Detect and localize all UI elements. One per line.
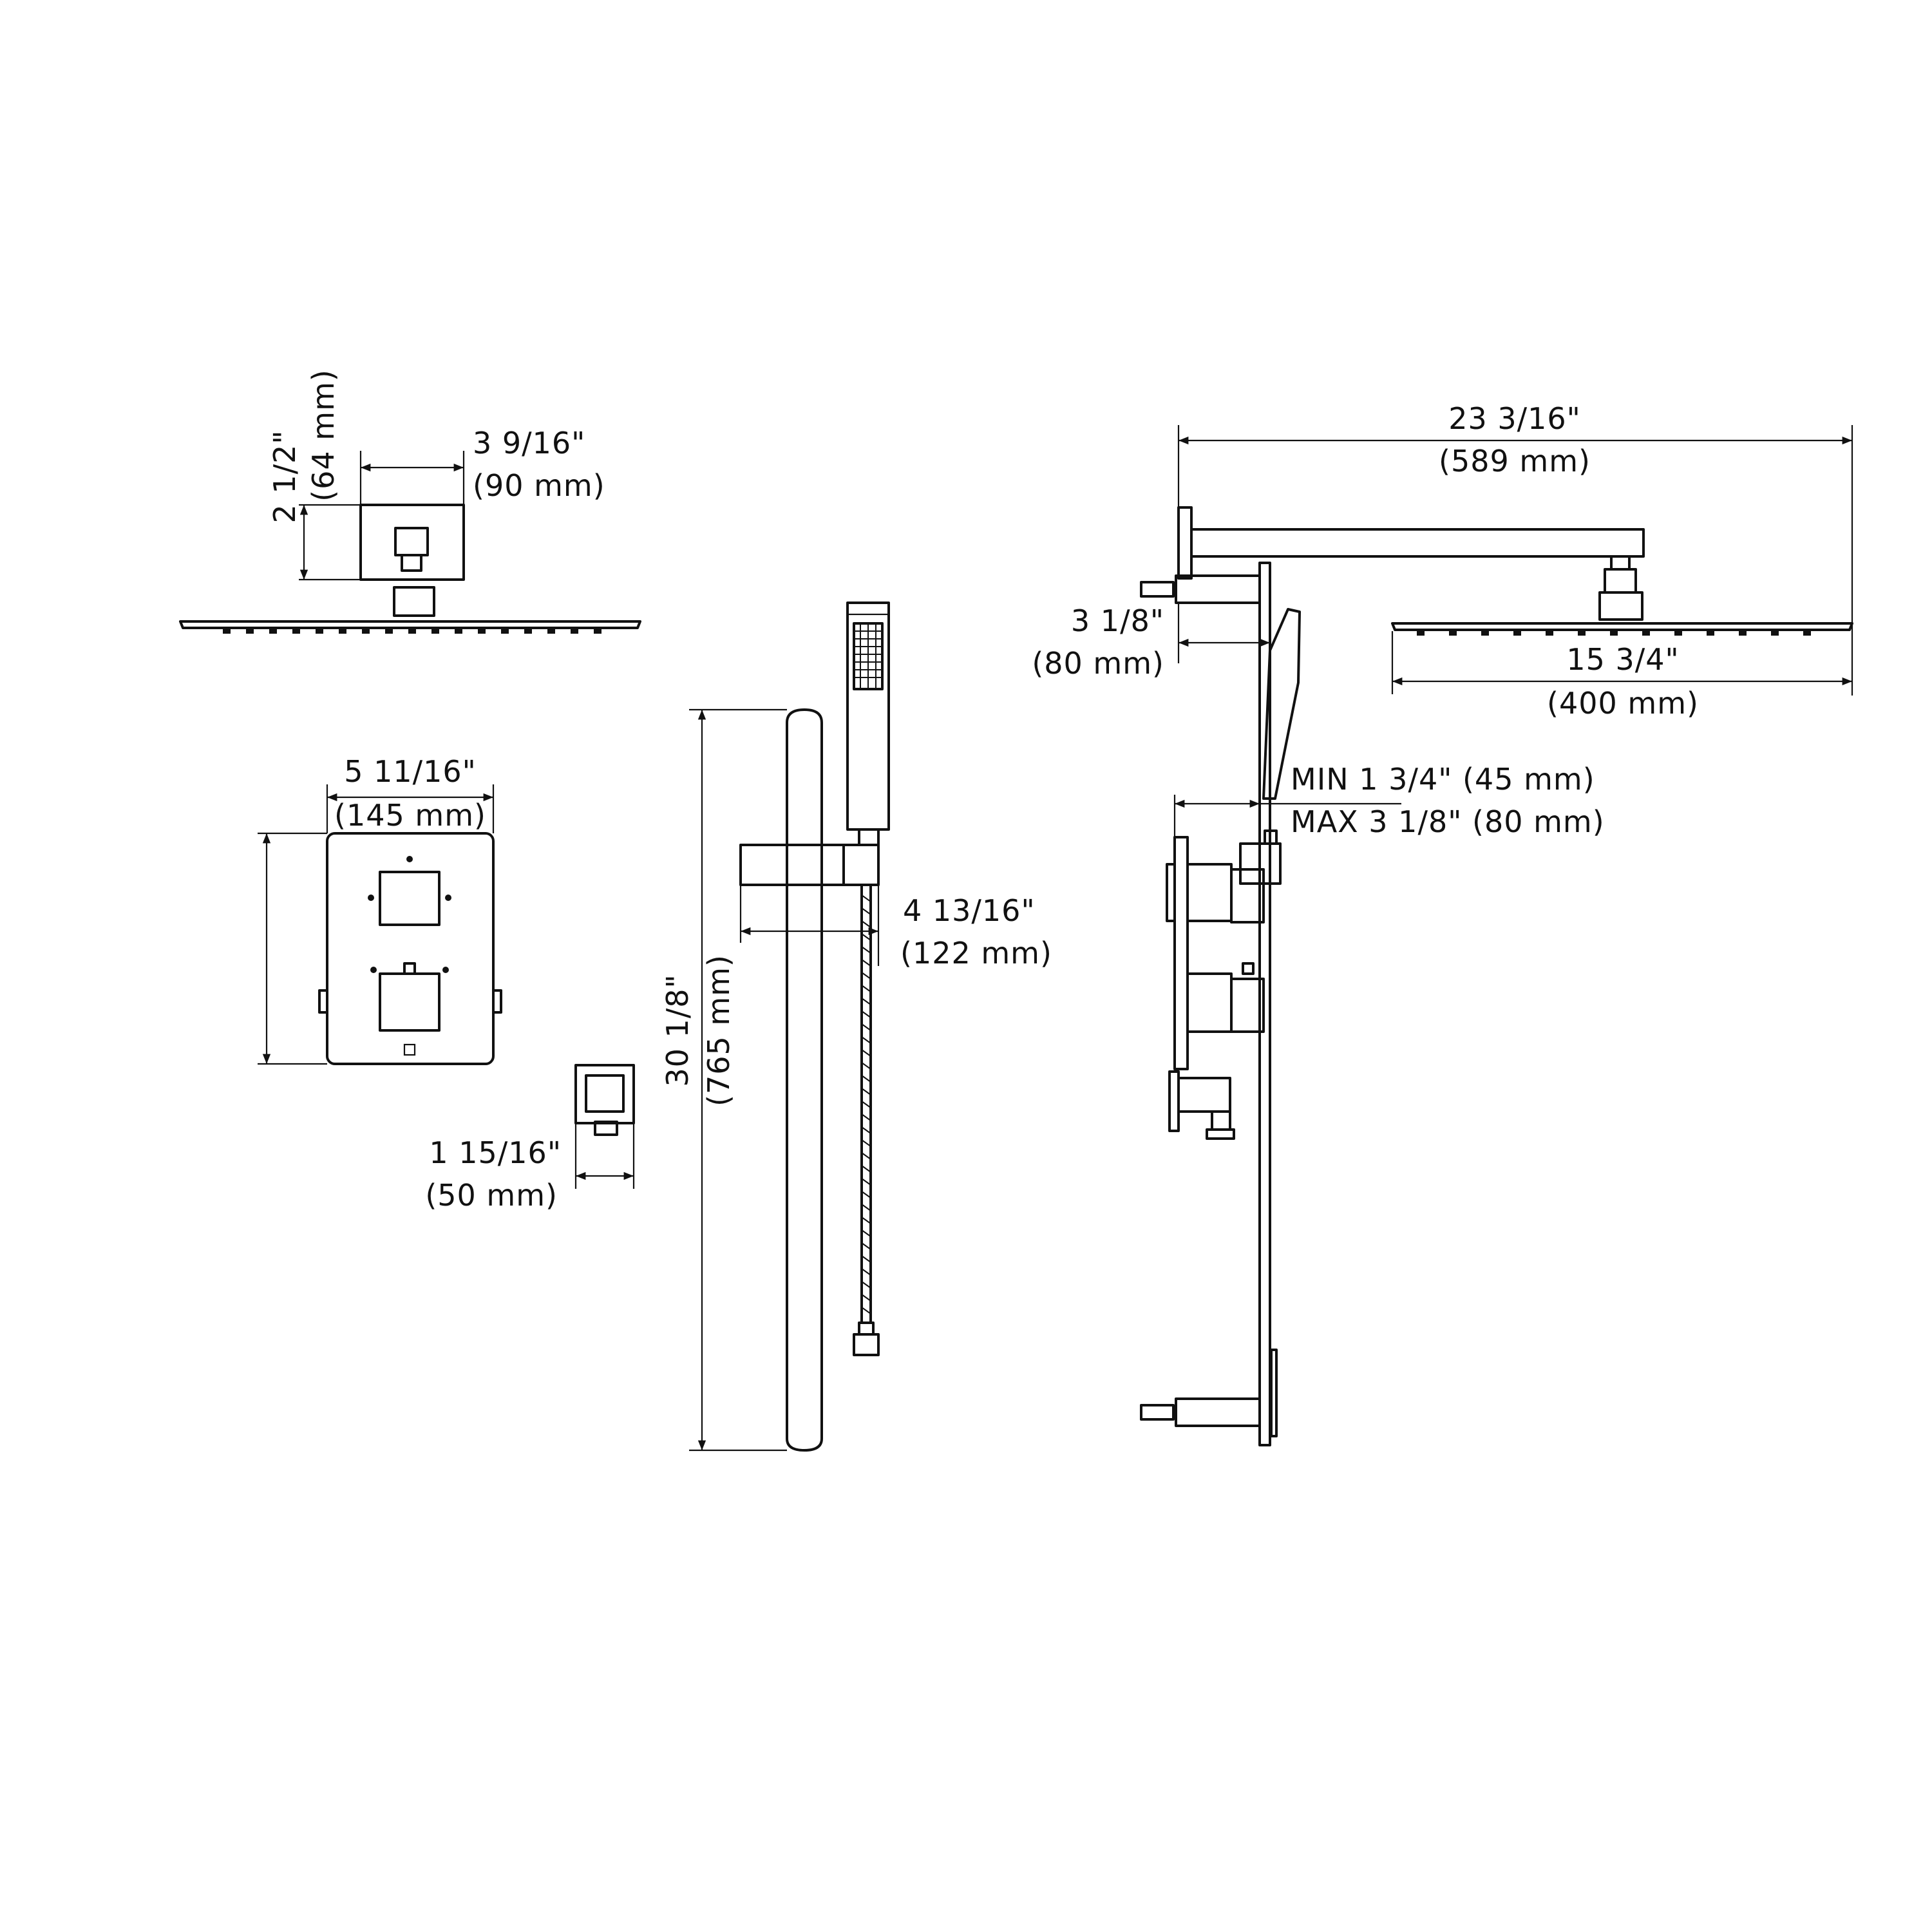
swivel-ball (393, 586, 435, 617)
holder-side (1239, 842, 1282, 885)
hose-coil-pattern (861, 895, 871, 1314)
logo-mark-icon (403, 1043, 416, 1056)
shower-head-front-view: 2 1/2" (64 mm) 3 9/16" (90 mm) (179, 369, 641, 634)
system-side-view: 23 3/16" (589 mm) 3 1/8" (80 mm) 15 3/4"… (1032, 401, 1853, 1446)
connector-neck (401, 554, 422, 572)
arm-elbow (1610, 555, 1631, 571)
diverter-handle (379, 871, 440, 926)
side-tab-left (318, 989, 328, 1014)
swivel-ball-side (1598, 591, 1643, 621)
wall-outlet-front-view: 1 15/16" (50 mm) (425, 1064, 635, 1213)
dim-outlet-width-metric: (50 mm) (425, 1178, 558, 1213)
dim-arm-length-imperial: 23 3/16" (1448, 401, 1581, 436)
dim-plate-width-imperial: 5 11/16" (344, 754, 477, 789)
thermostat-cartridge-side (1230, 978, 1265, 1033)
slide-bar-top-screw (1140, 581, 1175, 598)
outlet-connector-side (1211, 1110, 1231, 1131)
valve-trim-plate (326, 832, 495, 1065)
hand-shower-connector (858, 828, 880, 846)
valve-trim-front-view: 5 11/16" (145 mm) (258, 754, 502, 1065)
slide-bar-rail (786, 708, 823, 1452)
rain-head-plate (179, 620, 641, 629)
dim-shower-head-depth-imperial: 2 1/2" (267, 430, 302, 523)
dim-cover-width-metric: (90 mm) (473, 468, 605, 503)
diverter-handle-side (1186, 863, 1233, 922)
outlet-plate-side (1168, 1070, 1180, 1132)
thermostat-stop-button (403, 962, 416, 975)
cold-indicator-icon (370, 967, 377, 973)
hose-nut-top (858, 1321, 875, 1336)
dim-plate-width-metric: (145 mm) (334, 798, 486, 833)
slide-bar-bottom-screw (1140, 1404, 1175, 1421)
slide-bar-front-view: 30 1/8" (765 mm) 4 13/16" (122 mm) (660, 601, 1052, 1452)
dim-slide-bar-height-metric: (765 mm) (701, 954, 736, 1106)
rain-head-side-nozzles (1417, 629, 1811, 636)
slide-bar-holder (739, 844, 880, 886)
shower-arm (1190, 528, 1645, 558)
hand-shower-nozzle-grid (854, 623, 882, 689)
slide-bar-bottom-mount (1175, 1397, 1261, 1427)
dim-slide-bar-projection-metric: (80 mm) (1032, 646, 1164, 681)
valve-cover-edge (1166, 863, 1176, 922)
outlet-connector (594, 1121, 618, 1136)
dim-shower-head-width-metric: (400 mm) (1547, 686, 1699, 721)
outlet-body-side (1177, 1077, 1231, 1113)
outlet-inner (585, 1074, 625, 1113)
indicator-dot-icon (406, 856, 413, 862)
connector-nut (394, 527, 429, 556)
hot-indicator-icon (442, 967, 449, 973)
dim-outlet-width-imperial: 1 15/16" (429, 1135, 562, 1170)
dim-wall-thickness-min: MIN 1 3/4" (45 mm) (1291, 762, 1595, 797)
dim-holder-projection-imperial: 4 13/16" (903, 893, 1036, 928)
rain-head-side (1391, 622, 1853, 631)
thermostat-handle-side (1186, 972, 1233, 1033)
rain-head-nozzles (223, 627, 601, 634)
slide-bar-side (1258, 562, 1271, 1446)
arm-wall-flange (1177, 506, 1193, 580)
hose-nut (853, 1333, 880, 1356)
dim-wall-thickness-max: MAX 3 1/8" (80 mm) (1291, 804, 1605, 839)
dim-arm-length-metric: (589 mm) (1439, 444, 1591, 478)
ceiling-cover-plate (359, 504, 465, 581)
slide-bar-top-mount (1175, 574, 1261, 604)
dim-shower-head-depth-metric: (64 mm) (306, 369, 341, 502)
outlet-nut-side (1206, 1128, 1235, 1140)
slide-bar-back-plate (1270, 1349, 1278, 1437)
diverter-cartridge-side (1230, 868, 1265, 923)
dim-shower-head-width-imperial: 15 3/4" (1566, 642, 1679, 677)
hand-shower-side (1262, 608, 1301, 800)
dim-holder-projection-metric: (122 mm) (900, 936, 1052, 971)
thermostat-stop-side (1242, 962, 1255, 975)
dim-slide-bar-projection-imperial: 3 1/8" (1071, 603, 1164, 638)
indicator-dot-icon (368, 895, 374, 901)
arm-nut (1604, 568, 1637, 594)
indicator-dot-icon (445, 895, 451, 901)
outlet-plate (574, 1064, 635, 1124)
hand-shower-cap (846, 601, 890, 616)
holder-clip-side (1264, 829, 1278, 845)
dim-cover-width-imperial: 3 9/16" (473, 426, 585, 460)
side-tab-right (492, 989, 502, 1014)
dim-slide-bar-height-imperial: 30 1/8" (660, 974, 695, 1086)
valve-plate-side (1173, 836, 1189, 1070)
thermostat-handle (379, 972, 440, 1032)
